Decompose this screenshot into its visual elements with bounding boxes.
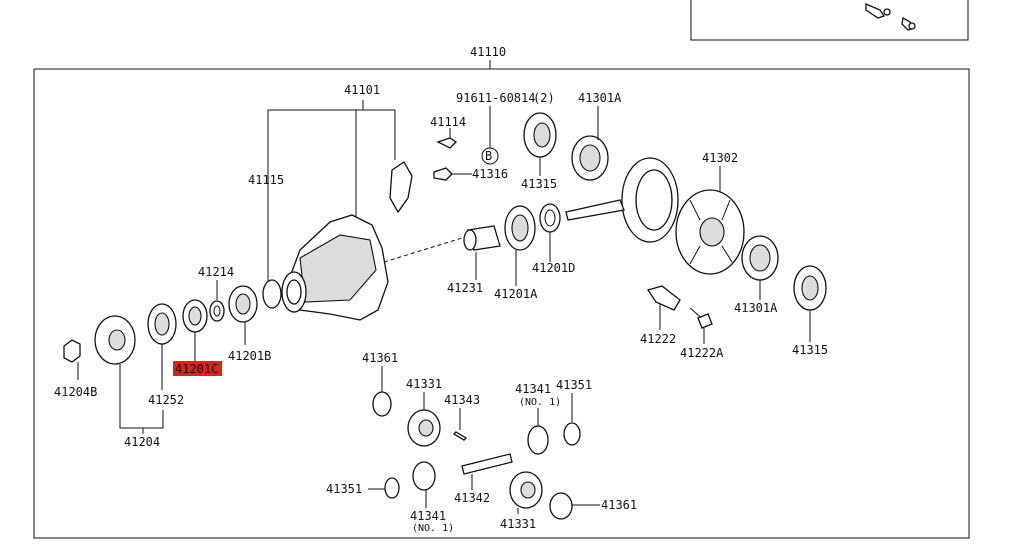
side-gear-41331-a-icon — [407, 409, 441, 447]
nut-41315-top-icon — [523, 112, 557, 158]
label-41204: 41204 — [124, 435, 160, 449]
thrust-washer-41361-b-icon — [549, 492, 573, 520]
label-41342: 41342 — [454, 491, 490, 505]
thrust-washer-41361-a-icon — [372, 391, 392, 417]
pin-41343-icon — [452, 431, 468, 441]
washer-41214-icon — [209, 300, 225, 322]
label-41301a-bottom: 41301A — [734, 301, 778, 315]
side-gear-41331-b-icon — [509, 471, 543, 509]
label-bolt-qty: (2) — [533, 91, 555, 105]
plate-41222-icon — [646, 285, 681, 311]
drive-pinion-icon — [565, 199, 625, 221]
label-41301a-top: 41301A — [578, 91, 622, 105]
label-41110: 41110 — [470, 45, 506, 59]
label-41341-a: 41341 — [515, 382, 551, 396]
pinion-41341-b-icon — [412, 461, 436, 491]
label-41302: 41302 — [702, 151, 738, 165]
companion-flange-icon — [94, 315, 136, 365]
pinion-41341-a-icon — [527, 425, 549, 455]
label-41351-a: 41351 — [556, 378, 592, 392]
washer-41351-a-icon — [563, 422, 581, 446]
carrier-housing — [262, 214, 389, 321]
label-41115: 41115 — [248, 173, 284, 187]
label-41201a: 41201A — [494, 287, 538, 301]
nut-41204b-icon — [63, 339, 81, 363]
label-41201d: 41201D — [532, 261, 575, 275]
bearing-41201a-icon — [504, 205, 536, 251]
label-circle-b: B — [485, 149, 492, 163]
bearing-41301a-top-icon — [571, 135, 609, 181]
washer-41351-b-icon — [384, 477, 400, 499]
bearing-41201b-icon — [228, 285, 258, 323]
label-41214: 41214 — [198, 265, 234, 279]
label-41222a: 41222A — [680, 346, 724, 360]
race-41201d-icon — [539, 203, 561, 233]
bearing-41301a-bottom-icon — [741, 235, 779, 281]
inset-box — [690, 0, 969, 41]
label-41331-b: 41331 — [500, 517, 536, 531]
label-41204b: 41204B — [54, 385, 97, 399]
label-41351-b: 41351 — [326, 482, 362, 496]
nut-41315-bottom-icon — [793, 265, 827, 311]
bolt-41222a-icon — [689, 307, 713, 329]
bearing-41201c-icon — [182, 299, 208, 333]
highlight-41201c — [173, 361, 222, 376]
label-41315-bottom: 41315 — [792, 343, 828, 357]
inset-bolt-icon — [865, 3, 916, 31]
pinion-shaft-41342-icon — [461, 453, 513, 475]
label-41316: 41316 — [472, 167, 508, 181]
bearing-cap-icon — [389, 161, 413, 214]
label-41343: 41343 — [444, 393, 480, 407]
spacer-41231-icon — [463, 225, 501, 251]
differential-case-icon — [675, 189, 745, 275]
ring-gear-icon — [621, 157, 679, 243]
circle-b-marker — [481, 147, 499, 165]
label-41231: 41231 — [447, 281, 483, 295]
label-41361-b: 41361 — [601, 498, 637, 512]
adjuster-41316-icon — [433, 167, 453, 181]
label-41331-a: 41331 — [406, 377, 442, 391]
label-41114: 41114 — [430, 115, 466, 129]
label-41101: 41101 — [344, 83, 380, 97]
label-41361-a: 41361 — [362, 351, 398, 365]
label-41315-top: 41315 — [521, 177, 557, 191]
label-41341-b: 41341 — [410, 509, 446, 523]
assembly-frame — [33, 68, 970, 539]
bolt-41114-icon — [436, 128, 458, 149]
leader-41101 — [267, 100, 396, 282]
label-41252: 41252 — [148, 393, 184, 407]
label-41341-b-no1: (NO. 1) — [412, 523, 454, 534]
label-41201c: 41201C — [175, 362, 218, 376]
seal-41252-icon — [147, 303, 177, 345]
label-41341-a-no1: (NO. 1) — [519, 397, 561, 408]
label-bolt-number: 91611-60814 — [456, 91, 535, 105]
label-41222: 41222 — [640, 332, 676, 346]
label-41201b: 41201B — [228, 349, 271, 363]
